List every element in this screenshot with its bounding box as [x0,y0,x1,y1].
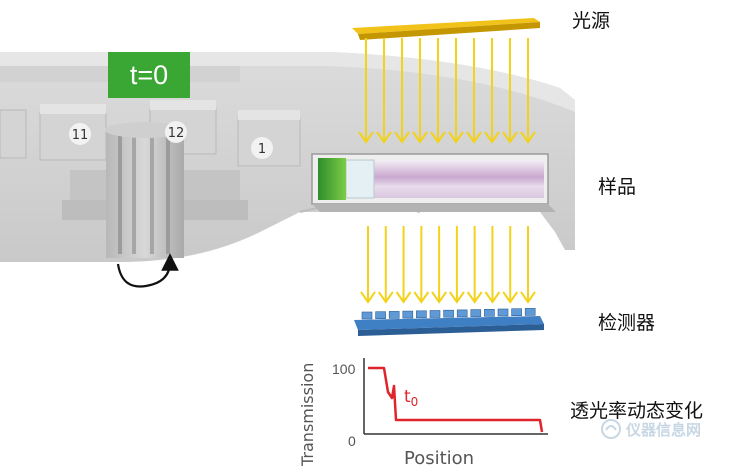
transmission-curve [368,366,544,433]
svg-text:12: 12 [168,126,185,141]
label-light-source: 光源 [572,10,611,32]
beam-bottom-arrowhead [431,291,447,304]
beam-bottom-arrowhead [377,291,394,304]
cell-holder-1 [237,110,301,167]
beam-top-arrowhead [502,131,518,144]
svg-text:1: 1 [258,142,266,157]
detector-pixel [416,310,427,319]
curve-label-t: t [404,387,411,407]
plot-ytick-0: 0 [348,433,356,449]
sample-cell [311,153,556,212]
detector-pixel [524,308,536,316]
rotation-arrow [116,253,179,288]
detector-array [354,308,544,336]
time-badge: t=0 [108,52,190,98]
cell-holder-left [0,109,27,159]
plot-y-axis-label: Transmission [298,363,317,467]
light-beams-top [358,38,536,144]
detector-pixel [456,309,468,318]
cell-number-11: 11 [69,123,91,145]
beam-top-arrowhead [376,131,392,144]
cell-number-1: 1 [251,137,273,159]
beam-top-arrowhead [520,131,536,144]
beam-bottom-arrowhead [413,291,430,304]
beam-top-arrowhead [412,131,428,144]
beam-top-arrowhead [430,131,446,144]
light-source [352,18,540,40]
detector-pixel [388,311,400,319]
beam-bottom-arrowhead [466,291,483,304]
light-beams-bottom [360,226,536,304]
beam-bottom-arrowhead [395,291,412,304]
plot-ytick-100: 100 [332,361,356,377]
curve-label: t0 [404,387,418,409]
detector-pixel [361,311,373,320]
plot-x-axis-label: Position [404,448,474,469]
rotor-hub [62,122,248,258]
beam-top-arrowhead [466,131,482,144]
beam-bottom-arrowhead [449,291,465,304]
watermark: 仪器信息网 [600,418,701,440]
label-detector: 检测器 [598,312,656,334]
watermark-text: 仪器信息网 [626,420,702,439]
label-sample: 样品 [598,176,637,198]
detector-pixel [443,309,454,318]
beam-top-arrowhead [358,131,374,144]
svg-text:11: 11 [72,128,89,143]
beam-top-arrowhead [394,131,410,144]
curve-label-sub: 0 [411,395,419,409]
beam-bottom-arrowhead [484,291,501,304]
detector-pixel [484,308,495,317]
cell-number-12: 12 [165,121,187,143]
transmission-plot: Transmission Position 100 0 t0 [298,358,548,469]
beam-top-arrowhead [484,131,500,144]
detector-pixel [470,309,482,317]
beam-bottom-arrowhead [502,291,519,304]
detector-pixel [402,310,414,319]
watermark-logo-icon [601,419,621,439]
detector-pixel [375,311,386,320]
beam-top-arrowhead [448,131,464,144]
rotor [0,52,575,288]
beam-bottom-arrowhead [360,291,376,304]
detector-pixel [497,308,509,317]
detector-pixel [511,308,522,317]
detector-pixel [429,310,441,318]
beam-bottom-arrowhead [520,291,536,304]
label-transmission-dynamics: 透光率动态变化 [570,400,704,422]
